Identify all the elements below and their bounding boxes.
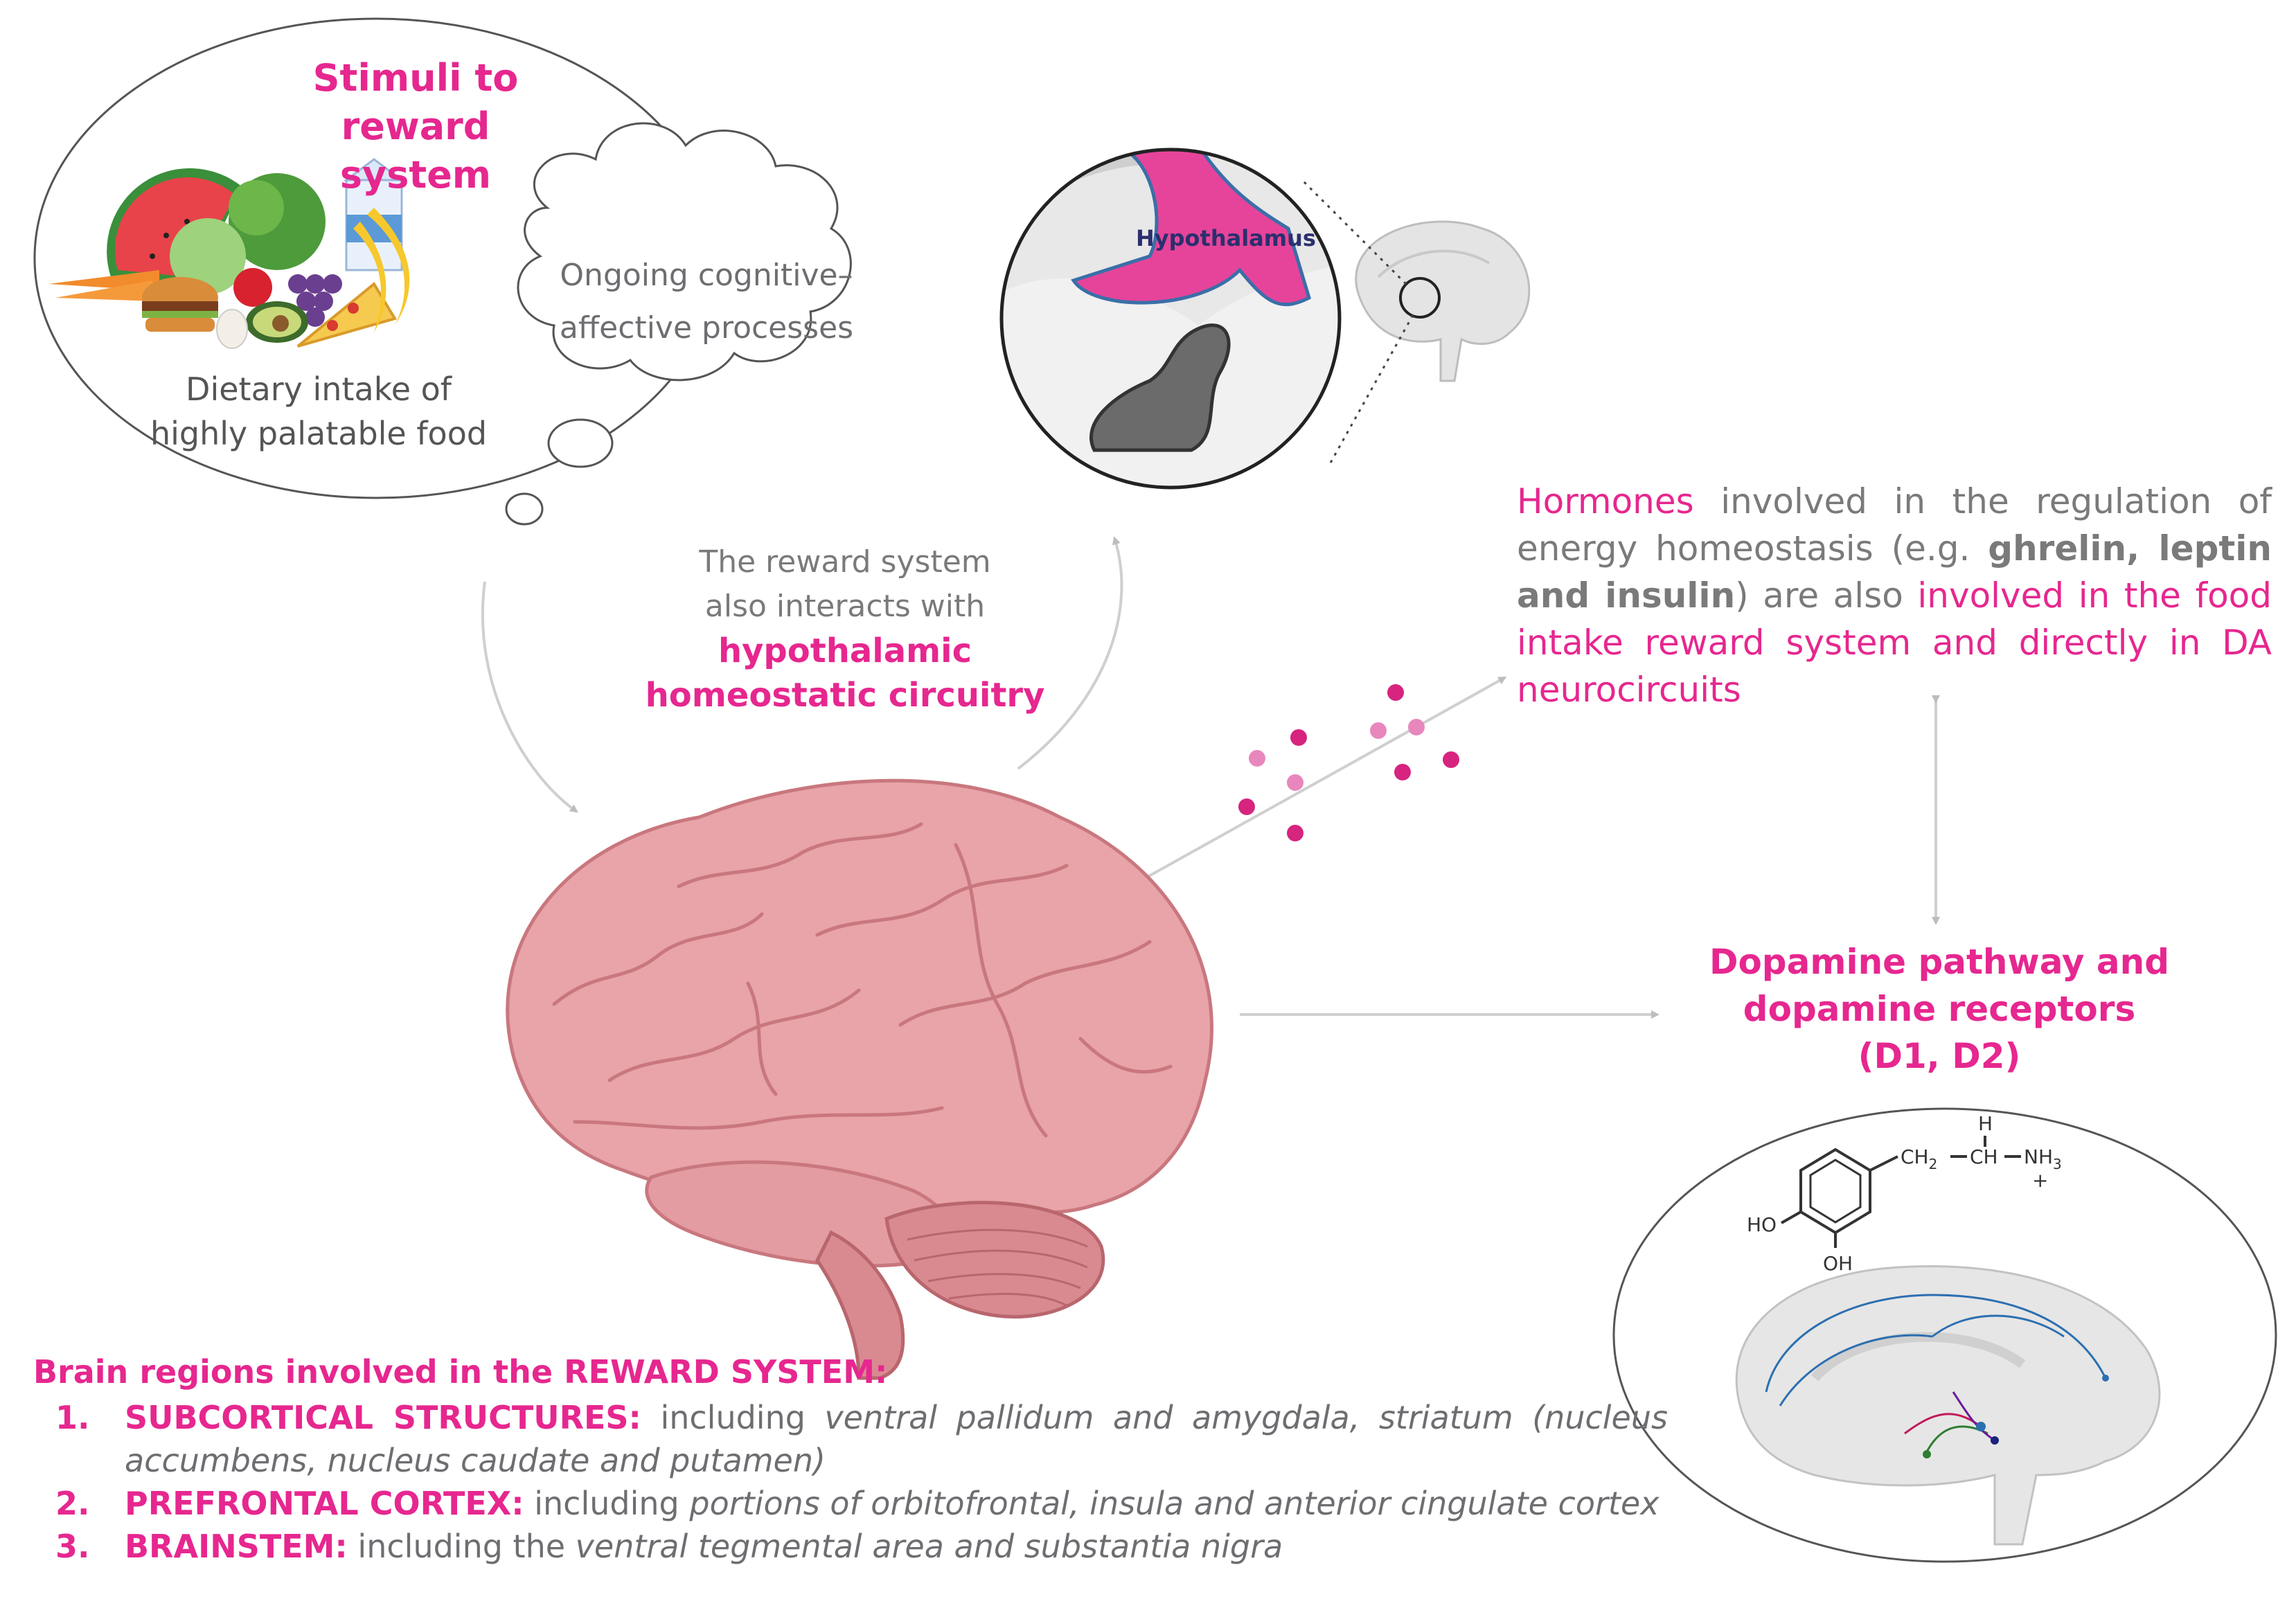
avocado-icon: [246, 301, 308, 343]
region-detail: ventral tegmental area and substantia ni…: [575, 1528, 1283, 1565]
region-detail: portions of orbitofrontal, insula and an…: [689, 1485, 1659, 1522]
chem-ch2: CH2: [1901, 1145, 1937, 1172]
region-body: SUBCORTICAL STRUCTURES: including ventra…: [125, 1396, 1668, 1482]
region-plain: including: [524, 1485, 690, 1522]
region-number: 2.: [55, 1485, 90, 1522]
chem-oh: OH: [1823, 1252, 1853, 1275]
region-item-subcortical: 1. SUBCORTICAL STRUCTURES: including ven…: [55, 1396, 1668, 1482]
dopamine-title-line2: dopamine receptors: [1743, 989, 2136, 1029]
region-body: BRAINSTEM: including the ventral tegment…: [125, 1525, 1668, 1568]
thought-cloud: [517, 122, 852, 382]
dopamine-title-line3: (D1, D2): [1858, 1036, 2021, 1076]
arrow-brain-to-hypothalamus: [1017, 536, 1123, 770]
dopamine-title: Dopamine pathway and dopamine receptors …: [1676, 938, 2202, 1080]
burger-icon: [142, 277, 218, 332]
grapes-icon: [288, 274, 342, 327]
tomato-icon: [233, 268, 272, 307]
food-illustration: [48, 158, 410, 349]
stimuli-title-line2: reward system: [339, 105, 492, 197]
hormones-text: Hormones involved in the regulation of e…: [1517, 478, 2272, 713]
stimuli-title-line1: Stimuli to: [312, 56, 519, 100]
reward-interaction-line2: also interacts with: [704, 589, 986, 624]
hypothalamus-label: Hypothalamus: [1136, 225, 1316, 251]
chem-plus: +: [2032, 1169, 2048, 1192]
region-item-brainstem: 3. BRAINSTEM: including the ventral tegm…: [55, 1525, 1668, 1568]
hormones-text-part1: involved in the regulation of energy hom…: [1517, 481, 2272, 569]
hormones-text-part2: ) are also: [1735, 575, 1918, 616]
region-number: 1.: [55, 1399, 90, 1436]
region-item-prefrontal: 2. PREFRONTAL CORTEX: including portions…: [55, 1482, 1668, 1525]
reward-interaction-highlight1: hypothalamic: [718, 632, 972, 670]
cloud-text-line2: affective processes: [559, 310, 854, 346]
chem-nh3: NH3: [2024, 1145, 2062, 1172]
hormones-highlight: involved in the food intake reward syste…: [1517, 575, 2272, 710]
dopamine-title-line1: Dopamine pathway and: [1709, 942, 2170, 982]
stimuli-title: Stimuli to reward system: [263, 54, 568, 199]
pituitary-stalk: [1089, 323, 1231, 452]
hypothalamus-region: [1071, 150, 1311, 307]
region-plain: including: [641, 1399, 825, 1436]
diet-text: Dietary intake of highly palatable food: [125, 367, 513, 456]
region-key: SUBCORTICAL STRUCTURES:: [125, 1399, 641, 1436]
cloud-text: Ongoing cognitive– affective processes: [526, 249, 887, 355]
chem-h: H: [1978, 1112, 1993, 1135]
reward-interaction-line1: The reward system: [699, 544, 991, 580]
lettuce-icon: [170, 173, 326, 294]
chem-ho: HO: [1747, 1213, 1777, 1236]
sagittal-brain-icon: [1735, 1265, 2161, 1546]
banana-icon: [353, 208, 410, 332]
arrow-stimuli-to-brain: [481, 581, 578, 813]
carrot-icon: [48, 270, 159, 301]
regions-heading: Brain regions involved in the REWARD SYS…: [33, 1353, 888, 1391]
hormone-dots: [1238, 684, 1459, 841]
dopamine-ellipse: H CH2 CH NH3 + HO OH: [1612, 1107, 2277, 1563]
reward-interaction-text: The reward system also interacts with hy…: [623, 540, 1067, 717]
reward-regions-list: Brain regions involved in the REWARD SYS…: [33, 1350, 1668, 1568]
hypothalamus-inset: [999, 148, 1342, 490]
diet-text-line2: highly palatable food: [150, 415, 488, 452]
region-key: BRAINSTEM:: [125, 1528, 348, 1565]
arrow-brain-to-hormones: [1142, 677, 1507, 881]
brain-illustration: [506, 778, 1213, 1380]
egg-icon: [216, 309, 248, 349]
cloud-text-line1: Ongoing cognitive–: [560, 258, 853, 293]
hormones-examples: ghrelin, leptin and insulin: [1517, 528, 2272, 616]
region-key: PREFRONTAL CORTEX:: [125, 1485, 524, 1522]
region-detail: ventral pallidum and amygdala, striatum …: [125, 1399, 1668, 1479]
hormones-keyword: Hormones: [1517, 481, 1694, 521]
region-plain: including the: [347, 1528, 576, 1565]
diet-text-line1: Dietary intake of: [186, 370, 452, 408]
chem-ch: CH: [1970, 1145, 1998, 1168]
reward-interaction-highlight2: homeostatic circuitry: [645, 676, 1045, 715]
region-body: PREFRONTAL CORTEX: including portions of…: [125, 1482, 1668, 1525]
small-brain-icon: [1301, 179, 1531, 465]
region-number: 3.: [55, 1528, 90, 1565]
